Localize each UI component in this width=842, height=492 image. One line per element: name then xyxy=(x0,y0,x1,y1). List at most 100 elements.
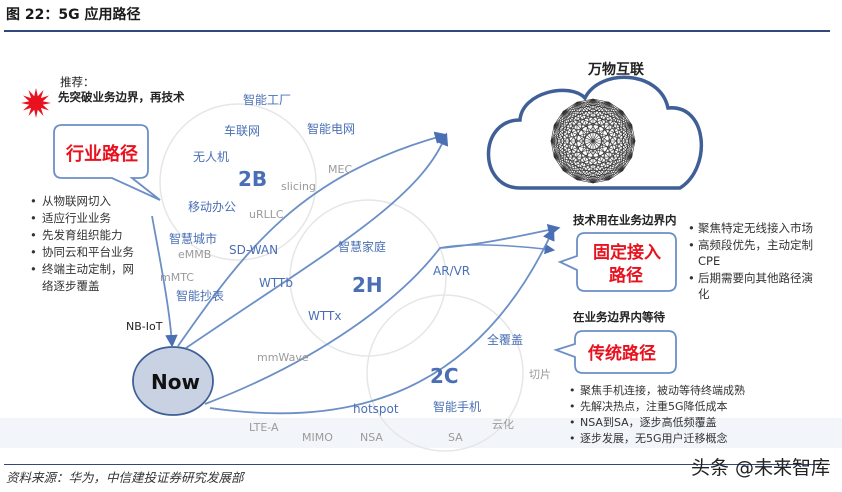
fixed-bullet: 高频段优先，主动定制 xyxy=(698,238,813,252)
mesh-link xyxy=(622,156,633,171)
traditional-bullet-dot: • xyxy=(569,432,576,445)
tech-term: 切片 xyxy=(529,368,551,381)
industry-bullet: 终端主动定制，网 xyxy=(42,262,134,276)
app-label: hotspot xyxy=(353,402,399,416)
mesh-link xyxy=(563,101,578,112)
mesh-link xyxy=(554,101,610,126)
mesh-link xyxy=(608,102,636,142)
app-label: 智能抄表 xyxy=(176,288,224,303)
industry-path-label: 行业路径 xyxy=(65,143,138,165)
industry-bullet: 先发育组织能力 xyxy=(42,228,123,242)
mesh-link xyxy=(554,156,594,184)
bottom-rule xyxy=(4,464,830,465)
fixed-label-line1: 固定接入 xyxy=(593,242,661,263)
mesh-link xyxy=(563,111,632,158)
traditional-bullets: • 聚焦手机连接，被动等待终端成熟 • 先解决热点，注重5G降低成本 • NSA… xyxy=(569,383,745,445)
mesh-link xyxy=(576,102,594,184)
industry-bullet: 协同云和平台业务 xyxy=(42,245,134,259)
arrow-industry-path xyxy=(177,131,448,347)
label-2c: 2C xyxy=(430,364,459,388)
mesh-link xyxy=(553,124,564,171)
background-band xyxy=(0,418,842,448)
mesh-link xyxy=(550,140,578,180)
mesh-link xyxy=(592,98,610,103)
traditional-bullet-dot: • xyxy=(569,384,576,397)
tech-term: WTTx xyxy=(308,309,341,323)
mesh-link xyxy=(608,101,623,112)
mesh-link xyxy=(550,124,632,142)
industry-bullet-dot: • xyxy=(30,194,37,208)
industry-bullet: 络逐步覆盖 xyxy=(42,279,100,293)
app-label: 全覆盖 xyxy=(487,332,523,347)
traditional-bullet-dot: • xyxy=(569,400,576,413)
mesh-link xyxy=(631,140,636,158)
fixed-caption: 技术用在业务边界内 xyxy=(573,213,677,227)
fixed-label-line2: 路径 xyxy=(609,265,643,286)
mesh-link xyxy=(553,111,564,158)
fixed-bullet: CPE xyxy=(698,254,720,268)
traditional-bullet: 聚焦手机连接，被动等待终端成熟 xyxy=(580,383,745,397)
mesh-link xyxy=(563,101,610,112)
mesh-link xyxy=(554,124,623,171)
mesh-link xyxy=(550,140,632,158)
recommend-heading: 推荐： xyxy=(60,75,95,89)
industry-bullet-dot: • xyxy=(30,211,37,225)
mesh-link xyxy=(576,98,594,103)
app-label: 车联网 xyxy=(224,123,260,138)
mesh-link xyxy=(576,102,623,171)
figure-title: 图 22：5G 应用路径 xyxy=(6,7,141,23)
tech-term: LTE-A xyxy=(249,421,279,434)
tech-term: mmWave xyxy=(257,351,309,364)
industry-bullet: 从物联网切入 xyxy=(42,194,111,208)
label-now: Now xyxy=(151,370,200,394)
fixed-bullet: 后期需要向其他路径演 xyxy=(698,271,813,285)
tech-term: 云化 xyxy=(492,417,514,431)
mesh-link xyxy=(554,111,623,158)
mesh-link xyxy=(622,111,633,126)
app-label: 智能工厂 xyxy=(243,92,291,107)
tech-term: SA xyxy=(448,431,463,444)
mesh-link xyxy=(576,101,623,112)
arrow-nbiot xyxy=(151,215,178,348)
mesh-link xyxy=(631,124,636,142)
mesh-link xyxy=(622,124,633,171)
mesh-link xyxy=(592,179,610,184)
tech-term: uRLLC xyxy=(249,208,284,221)
mesh-link xyxy=(622,111,633,158)
mesh-link xyxy=(592,156,632,184)
arrow-fixed-access-2 xyxy=(439,243,556,255)
mesh-link xyxy=(550,140,555,158)
mesh-link xyxy=(576,124,633,181)
mesh-link xyxy=(553,98,594,158)
mesh-link xyxy=(563,124,632,171)
apps-2h: 智慧家庭 AR/VR 全覆盖 xyxy=(338,239,523,347)
mesh-link xyxy=(608,124,633,180)
tech-term: NSA xyxy=(360,431,383,444)
arrow-fixed-access xyxy=(204,223,561,405)
circle-2c-ring xyxy=(366,294,524,452)
fixed-bullet-dot: • xyxy=(688,271,695,285)
label-2h: 2H xyxy=(352,273,383,297)
app-label: 智慧城市 xyxy=(169,231,217,246)
tech-term: slicing xyxy=(281,180,316,193)
mesh-link xyxy=(592,111,623,184)
circle-2b-ring xyxy=(159,103,317,261)
tech-term: MEC xyxy=(328,163,352,176)
watermark: 头条 @未来智库 xyxy=(690,457,830,479)
traditional-callout-box xyxy=(553,330,677,374)
mesh-link xyxy=(554,124,636,142)
app-label: 智慧家庭 xyxy=(338,239,386,254)
mesh-link xyxy=(553,111,564,126)
mesh-link xyxy=(563,98,594,112)
apps-2b: 智能工厂 车联网 智能电网 无人机 移动办公 智慧城市 SD-WAN 智能抄表 xyxy=(169,92,355,303)
fixed-callout-box xyxy=(557,232,677,292)
mesh-link xyxy=(563,111,632,126)
traditional-path-label: 传统路径 xyxy=(587,343,656,364)
cloud-label: 万物互联 xyxy=(587,61,645,78)
mesh-network-icon xyxy=(550,98,636,184)
mesh-link xyxy=(576,101,632,126)
industry-bullet-dot: • xyxy=(30,228,37,242)
app-label: 无人机 xyxy=(193,150,229,164)
mesh-link xyxy=(576,179,594,184)
